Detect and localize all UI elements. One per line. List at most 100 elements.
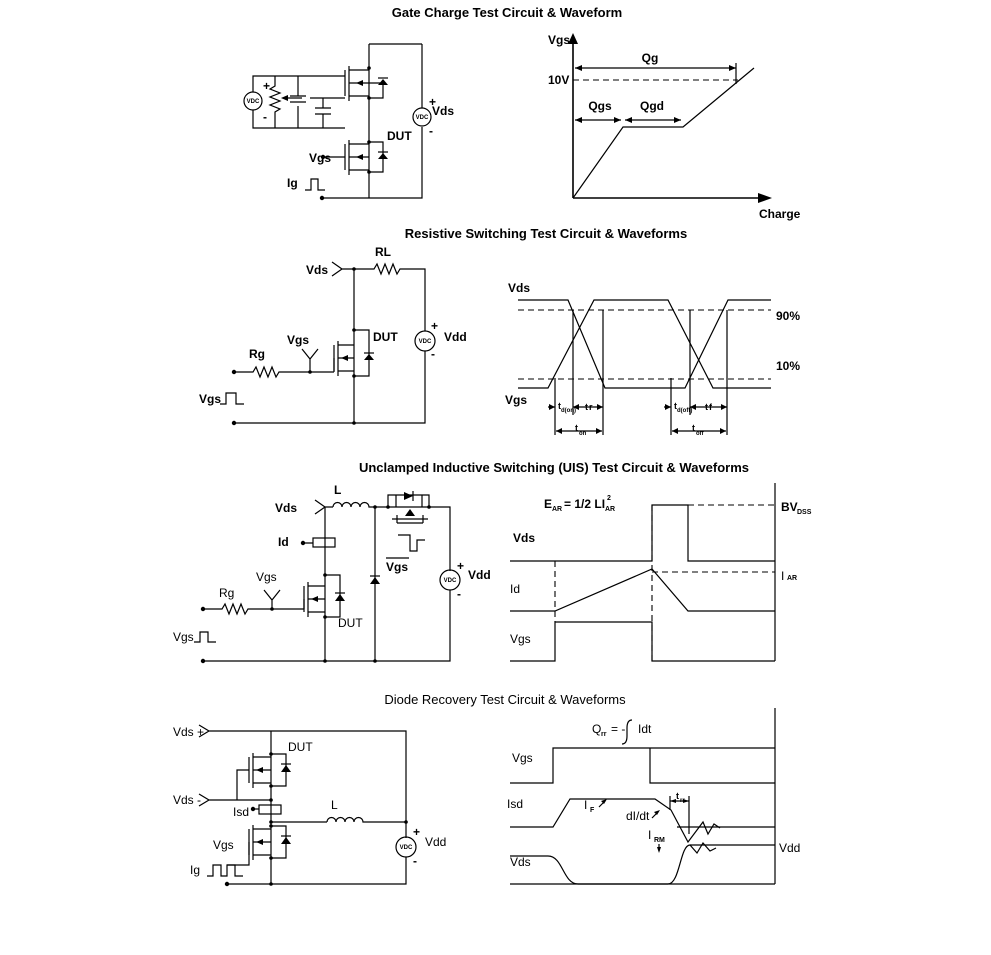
diode-wave-vds: Vds (510, 855, 531, 869)
res-rg-label: Rg (249, 347, 265, 361)
gate-wave-qgd: Qgd (640, 99, 664, 113)
diode-wave-irm-sub: RM (654, 837, 665, 844)
res-vgs-label: Vgs (287, 333, 309, 347)
uis-wave-iar-sub: AR (787, 575, 797, 582)
diode-vds-minus-label: Vds - (173, 793, 201, 807)
gate-vgs-label: Vgs (309, 151, 331, 165)
diode-wave-qrr-eq: = - (611, 722, 625, 736)
uis-wave-iar: I (781, 569, 784, 583)
res-wave-10: 10% (776, 359, 800, 373)
diode-vdd-minus: - (413, 854, 417, 868)
uis-l-label: L (334, 483, 341, 497)
uis-rg-label: Rg (219, 586, 234, 600)
res-wave-tdoff-sub: d(off) (677, 408, 692, 414)
gate-wave-charge-axis: Charge (759, 207, 801, 221)
uis-vdd-label: Vdd (468, 568, 491, 582)
uis-vdd-minus: - (457, 587, 461, 601)
gate-wave-qg: Qg (642, 51, 659, 65)
gate-charge-waveform: Vgs 10V Charge Qg Qgs Qgd (548, 33, 801, 221)
resistive-waveform: Vds Vgs 90% 10% t d(on) t r t on t d(off… (505, 281, 800, 437)
diode-section: Diode Recovery Test Circuit & Waveforms … (173, 692, 800, 887)
res-wave-toff-t: t (692, 423, 695, 433)
gate-wave-10v: 10V (548, 73, 569, 87)
gate-dut-label: DUT (387, 129, 412, 143)
res-wave-tf-t: t (705, 402, 708, 412)
diode-circuit: Vds + Vds - DUT Isd L VDC + Vdd - Vgs (173, 724, 446, 887)
uis-dut-label: DUT (338, 616, 363, 630)
uis-wave-bv-sub: DSS (797, 509, 812, 516)
diode-wave-qrr-sub: rr (601, 731, 607, 738)
res-vds-label: Vds (306, 263, 328, 277)
diode-wave-irm: I (648, 828, 651, 842)
diode-wave-if-sub: F (590, 807, 595, 814)
res-wave-toff-sub: off (696, 431, 705, 437)
uis-vgs-label: Vgs (256, 570, 277, 584)
res-dut-label: DUT (373, 330, 398, 344)
res-vdd-minus: - (431, 347, 435, 361)
res-rl-label: RL (375, 245, 391, 259)
diode-waveform: Q rr = - Idt Vgs Isd I F dI/dt t rr I RM… (507, 708, 800, 885)
res-wave-tr-sub: r (589, 402, 593, 412)
res-wave-vds: Vds (508, 281, 530, 295)
res-wave-tf-sub: f (709, 402, 713, 412)
uis-wave-e-eq: = 1/2 LI (564, 497, 605, 511)
uis-vgs-source-label: Vgs (173, 630, 194, 644)
res-vdd-plus: + (431, 319, 438, 333)
diode-vdc-label: VDC (400, 845, 413, 851)
gate-charge-circuit: VDC + - VDC + Vds - DUT Vgs Ig (243, 43, 454, 201)
diode-wave-vgs: Vgs (512, 751, 533, 765)
diode-wave-if: I (584, 798, 587, 812)
diode-vdd-plus: + (413, 825, 420, 839)
diode-wave-vdd: Vdd (779, 841, 800, 855)
uis-vdd-source (439, 569, 461, 591)
res-wave-tdoff-t: t (674, 401, 677, 411)
uis-wave-e-sub2: AR (605, 506, 615, 513)
diode-vdd-label: Vdd (425, 835, 446, 849)
gate-charge-section: Gate Charge Test Circuit & Waveform VDC … (243, 5, 801, 221)
diode-ig-label: Ig (190, 863, 200, 877)
res-wave-vgs: Vgs (505, 393, 527, 407)
gate-vds-source (412, 107, 432, 127)
uis-wave-vds: Vds (513, 531, 535, 545)
diode-l-label: L (331, 798, 338, 812)
res-vdd-source (414, 330, 436, 352)
uis-vdc-label: VDC (444, 578, 457, 584)
gate-wave-vgs-axis: Vgs (548, 33, 570, 47)
diode-wave-trr: t (676, 791, 679, 801)
res-wave-tdon-sub: d(on) (561, 408, 576, 414)
gate-vds-vdc-label: VDC (416, 115, 429, 121)
uis-section: Unclamped Inductive Switching (UIS) Test… (173, 460, 812, 664)
gate-vds-label: Vds (432, 104, 454, 118)
uis-wave-vgs: Vgs (510, 632, 531, 646)
res-vgs-source-label: Vgs (199, 392, 221, 406)
uis-wave-id: Id (510, 582, 520, 596)
uis-wave-e: E (544, 497, 552, 511)
uis-circuit: Vds L Vgs VDC + Vdd - Id DUT Vgs (173, 483, 491, 664)
diode-vgs-label: Vgs (213, 838, 234, 852)
res-wave-90: 90% (776, 309, 800, 323)
res-vdc-label: VDC (419, 339, 432, 345)
uis-waveform: E AR = 1/2 LI 2 AR BV DSS Vds Id I AR Vg… (510, 483, 812, 662)
diode-isd-label: Isd (233, 805, 249, 819)
gate-vdc-label: VDC (247, 99, 260, 105)
diode-wave-isd: Isd (507, 797, 523, 811)
resistive-circuit: Vds RL VDC + Vdd - DUT Vgs Rg Vgs (199, 245, 467, 426)
uis-vgs-bar-label: Vgs (386, 560, 408, 574)
diode-vdd-source (395, 836, 417, 858)
uis-id-label: Id (278, 535, 289, 549)
uis-wave-bv: BV (781, 500, 798, 514)
res-wave-tdon-t: t (558, 401, 561, 411)
gate-charge-title: Gate Charge Test Circuit & Waveform (392, 5, 622, 20)
res-wave-ton-t: t (575, 423, 578, 433)
gate-vdc-plus: + (263, 79, 270, 93)
gate-vdc-minus: - (263, 110, 267, 124)
uis-vdd-plus: + (457, 559, 464, 573)
diode-title: Diode Recovery Test Circuit & Waveforms (384, 692, 626, 707)
diode-vds-plus-label: Vds + (173, 725, 204, 739)
diode-wave-qrr: Q (592, 722, 601, 736)
uis-wave-e-sub: AR (552, 506, 562, 513)
gate-vds-minus: - (429, 124, 433, 138)
integral-sign (621, 719, 633, 745)
uis-vds-label: Vds (275, 501, 297, 515)
